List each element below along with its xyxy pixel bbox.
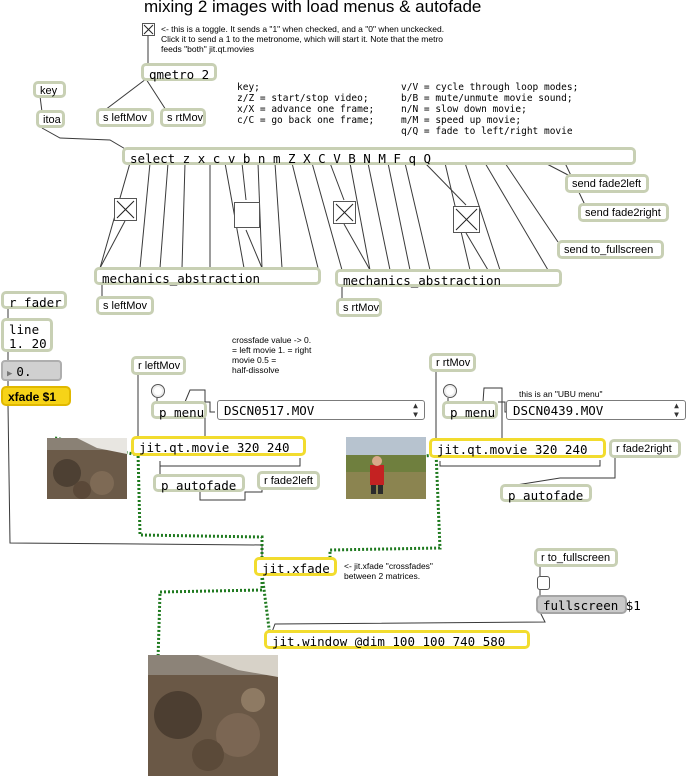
send-fullscreen-object[interactable]: send to_fullscreen xyxy=(557,240,664,259)
itoa-object[interactable]: itoa xyxy=(36,110,65,128)
line-object[interactable]: line 1. 20 xyxy=(1,318,53,352)
comment-line: c/C = go back one frame; xyxy=(237,115,375,126)
comment-line: <- jit.xfade "crossfades" xyxy=(344,561,433,571)
fader-number-box[interactable]: ▶0. xyxy=(1,360,62,381)
comment-line: z/Z = start/stop video; xyxy=(237,93,369,104)
bang-right[interactable] xyxy=(443,384,457,398)
r-leftmov-object[interactable]: r leftMov xyxy=(131,356,186,375)
send-fade2left-object[interactable]: send fade2left xyxy=(565,174,649,193)
s-leftmov-object[interactable]: s leftMov xyxy=(96,108,154,127)
line-object-label: line xyxy=(9,322,40,337)
p-menu-right[interactable]: p menu xyxy=(442,401,498,420)
umenu-left-value: DSCN0517.MOV xyxy=(224,403,315,418)
r-fader-object[interactable]: r fader xyxy=(1,291,67,310)
fullscreen-toggle[interactable] xyxy=(537,576,550,590)
r-fade2left-object[interactable]: r fade2left xyxy=(257,471,320,490)
comment-line: b/B = mute/unmute movie sound; xyxy=(401,93,573,104)
comment-line: half-dissolve xyxy=(232,365,280,375)
comment-line: m/M = speed up movie; xyxy=(401,115,522,126)
comment-line: q/Q = fade to left/right movie xyxy=(401,126,573,137)
xfade-message[interactable]: xfade $1 xyxy=(1,386,71,406)
r-rtmov-object[interactable]: r rtMov xyxy=(429,353,476,372)
patch-title: mixing 2 images with load menus & autofa… xyxy=(144,0,482,16)
toggle-right-1[interactable] xyxy=(333,201,356,224)
r-fade2right-object[interactable]: r fade2right xyxy=(609,439,681,458)
jit-xfade-object[interactable]: jit.xfade xyxy=(254,557,337,576)
jit-qt-movie-left[interactable]: jit.qt.movie 320 240 xyxy=(131,436,306,456)
send-fade2right-object[interactable]: send fade2right xyxy=(578,203,669,222)
comment-line: movie 0.5 = xyxy=(232,355,277,365)
comment-line: x/X = advance one frame; xyxy=(237,104,375,115)
s-rtmov-object-2[interactable]: s rtMov xyxy=(336,298,382,317)
s-leftmov-object-2[interactable]: s leftMov xyxy=(96,296,154,315)
p-menu-left[interactable]: p menu xyxy=(151,401,207,420)
window-output-preview xyxy=(148,655,278,776)
umenu-right[interactable]: DSCN0439.MOV ▲▼ xyxy=(506,400,686,420)
p-autofade-right[interactable]: p autofade xyxy=(500,484,592,503)
fullscreen-message[interactable]: fullscreen $1 xyxy=(536,595,641,614)
keys-comment-left: key; z/Z = start/stop video; x/X = advan… xyxy=(237,82,374,126)
comment-line: crossfade value -> 0. xyxy=(232,335,312,345)
crossfade-comment: crossfade value -> 0. = left movie 1. = … xyxy=(232,335,311,375)
bang-left[interactable] xyxy=(151,384,165,398)
checked-x-icon xyxy=(116,200,135,219)
checked-x-icon xyxy=(455,208,478,231)
qmetro-object[interactable]: qmetro 2 xyxy=(141,63,217,82)
comment-line: between 2 matrices. xyxy=(344,571,421,581)
toggle-right-2[interactable] xyxy=(453,206,480,233)
jit-window-object[interactable]: jit.window @dim 100 100 740 580 xyxy=(264,630,530,649)
toggle-left-2[interactable] xyxy=(234,202,260,228)
key-object[interactable]: key xyxy=(33,81,66,98)
umenu-right-value: DSCN0439.MOV xyxy=(513,403,604,418)
comment-line: Click it to send a 1 to the metronome, w… xyxy=(161,34,444,44)
comment-line: v/V = cycle through loop modes; xyxy=(401,82,579,93)
updown-arrows-icon: ▲▼ xyxy=(674,401,679,419)
keys-comment-right: v/V = cycle through loop modes; b/B = mu… xyxy=(401,82,578,137)
umenu-left[interactable]: DSCN0517.MOV ▲▼ xyxy=(217,400,425,420)
metro-toggle[interactable] xyxy=(142,23,155,36)
s-rtmov-object[interactable]: s rtMov xyxy=(160,108,206,127)
number-value: 0. xyxy=(16,364,32,379)
select-object[interactable]: select z x c v b n m Z X C V B N M F q Q xyxy=(122,147,636,166)
p-autofade-left[interactable]: p autofade xyxy=(153,474,245,493)
updown-arrows-icon: ▲▼ xyxy=(413,401,418,419)
line-object-args: 1. 20 xyxy=(9,336,47,351)
mechanics-abstraction-left[interactable]: mechanics_abstraction xyxy=(94,267,321,286)
xfade-comment: <- jit.xfade "crossfades" between 2 matr… xyxy=(344,561,433,581)
mechanics-abstraction-right[interactable]: mechanics_abstraction xyxy=(335,269,562,288)
comment-line: feeds "both" jit.qt.movies xyxy=(161,44,254,54)
comment-line: n/N = slow down movie; xyxy=(401,104,527,115)
comment-line: = left movie 1. = right xyxy=(232,345,312,355)
r-fullscreen-object[interactable]: r to_fullscreen xyxy=(534,548,618,567)
checked-x-icon xyxy=(335,203,354,222)
jit-qt-movie-right[interactable]: jit.qt.movie 320 240 xyxy=(429,438,606,458)
checked-x-icon xyxy=(143,24,154,35)
comment-line: <- this is a toggle. It sends a "1" when… xyxy=(161,24,445,34)
toggle-comment: <- this is a toggle. It sends a "1" when… xyxy=(161,24,444,54)
movie-right-thumbnail xyxy=(346,437,426,499)
ubu-comment: this is an "UBU menu" xyxy=(519,389,603,399)
toggle-left-1[interactable] xyxy=(114,198,137,221)
comment-line: key; xyxy=(237,82,260,93)
triangle-icon: ▶ xyxy=(7,369,13,379)
movie-left-thumbnail xyxy=(47,438,127,499)
